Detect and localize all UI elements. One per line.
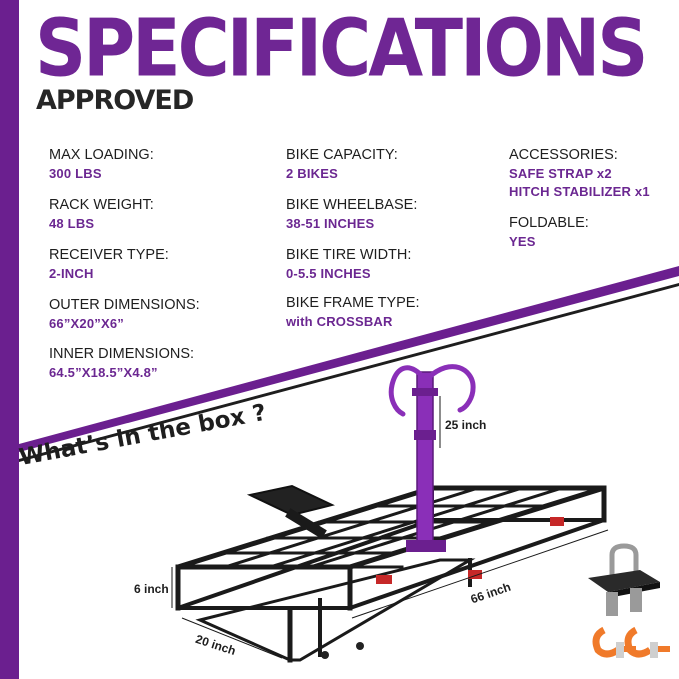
reflector-left	[376, 575, 392, 584]
spec-receiver-type: RECEIVER TYPE: 2-INCH	[49, 246, 169, 283]
spec-bike-wheelbase: BIKE WHEELBASE: 38-51 INCHES	[286, 196, 417, 233]
spec-label: BIKE FRAME TYPE:	[286, 295, 420, 311]
spec-value: 0-5.5 INCHES	[286, 266, 371, 281]
dim-line-20	[181, 617, 283, 659]
safe-strap-icon	[624, 626, 670, 658]
dim-label-6-inch: 6 inch	[134, 582, 169, 596]
spec-value: HITCH STABILIZER x1	[509, 184, 650, 199]
mount-bracket	[414, 430, 436, 440]
page-title: SPECIFICATIONS	[35, 1, 648, 95]
spec-value: YES	[509, 234, 536, 249]
spec-value: 64.5”X18.5”X4.8”	[49, 365, 158, 380]
spec-value: SAFE STRAP x2	[509, 166, 612, 181]
spec-value: 38-51 INCHES	[286, 216, 375, 231]
spec-value: 66”X20”X6”	[49, 316, 124, 331]
left-accent-bar	[0, 0, 19, 679]
spec-rack-weight: RACK WEIGHT: 48 LBS	[49, 196, 154, 233]
spec-foldable: FOLDABLE: YES	[509, 214, 589, 251]
spec-label: INNER DIMENSIONS:	[49, 346, 195, 362]
mount-base	[406, 540, 446, 552]
spec-value: 300 LBS	[49, 166, 102, 181]
spec-accessories: ACCESSORIES: SAFE STRAP x2 HITCH STABILI…	[509, 146, 650, 201]
spec-label: BIKE WHEELBASE:	[286, 197, 418, 213]
purple-stripe	[19, 266, 679, 452]
dim-line-66	[351, 529, 609, 619]
page-subtitle: APPROVED	[36, 85, 194, 116]
mount-collar	[412, 388, 438, 396]
spec-value: 2 BIKES	[286, 166, 338, 181]
spec-label: ACCESSORIES:	[509, 147, 618, 163]
spec-bike-frame-type: BIKE FRAME TYPE: with CROSSBAR	[286, 294, 420, 331]
spec-value: with CROSSBAR	[286, 314, 393, 329]
hitch-stabilizer-icon	[588, 543, 660, 616]
spec-label: RACK WEIGHT:	[49, 197, 154, 213]
spec-label: MAX LOADING:	[49, 147, 154, 163]
spec-label: OUTER DIMENSIONS:	[49, 297, 200, 313]
spec-bike-tire-width: BIKE TIRE WIDTH: 0-5.5 INCHES	[286, 246, 411, 283]
spec-label: BIKE CAPACITY:	[286, 147, 398, 163]
spec-inner-dimensions: INNER DIMENSIONS: 64.5”X18.5”X4.8”	[49, 345, 194, 382]
bike-hook-right	[425, 364, 476, 413]
dark-stripe	[19, 283, 679, 462]
spec-outer-dimensions: OUTER DIMENSIONS: 66”X20”X6”	[49, 296, 200, 333]
reflector-right	[550, 517, 564, 526]
spec-value: 48 LBS	[49, 216, 95, 231]
reflector-center	[468, 570, 482, 579]
spec-value: 2-INCH	[49, 266, 94, 281]
bike-hook-left	[388, 365, 427, 417]
spec-max-loading: MAX LOADING: 300 LBS	[49, 146, 154, 183]
bike-mount-pole	[416, 371, 434, 551]
dim-label-25-inch: 25 inch	[445, 418, 487, 432]
spec-label: BIKE TIRE WIDTH:	[286, 247, 412, 263]
spec-bike-capacity: BIKE CAPACITY: 2 BIKES	[286, 146, 398, 183]
spec-label: RECEIVER TYPE:	[49, 247, 169, 263]
spec-label: FOLDABLE:	[509, 215, 589, 231]
